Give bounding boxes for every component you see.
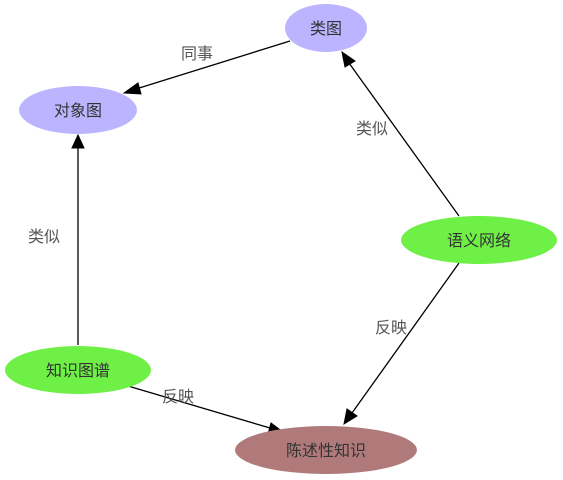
node-label: 陈述性知识 <box>286 441 366 460</box>
node-knowledge-graph[interactable]: 知识图谱 <box>5 346 151 394</box>
arrowhead <box>341 50 356 68</box>
node-shape <box>19 86 137 134</box>
node-semantic-network[interactable]: 语义网络 <box>401 216 557 264</box>
edge-knowledge-to-object: 类似 <box>28 133 85 345</box>
node-label: 类图 <box>310 19 342 38</box>
edge-label: 反映 <box>375 318 407 337</box>
arrowhead <box>343 408 358 426</box>
edge-line <box>351 262 460 414</box>
edge-knowledge-to-declarative: 反映 <box>127 385 285 435</box>
node-shape <box>5 346 151 394</box>
node-label: 对象图 <box>54 101 102 120</box>
edge-label: 类似 <box>28 227 60 246</box>
node-shape <box>401 216 557 264</box>
edge-class-to-object: 同事 <box>122 40 291 95</box>
node-object-diagram[interactable]: 对象图 <box>19 86 137 134</box>
node-class-diagram[interactable]: 类图 <box>285 4 367 52</box>
arrowhead <box>71 133 85 149</box>
node-declarative-knowledge[interactable]: 陈述性知识 <box>235 426 417 474</box>
edge-label: 同事 <box>181 44 213 63</box>
node-shape <box>235 426 417 474</box>
node-label: 知识图谱 <box>46 361 110 380</box>
arrowhead <box>122 82 142 95</box>
edge-line <box>348 62 460 217</box>
node-label: 语义网络 <box>447 231 511 250</box>
edge-line <box>135 40 291 90</box>
edge-label: 反映 <box>162 387 194 406</box>
node-shape <box>285 4 367 52</box>
edge-label: 类似 <box>356 119 388 138</box>
edge-line <box>127 385 271 429</box>
edge-semantic-to-declarative: 反映 <box>343 262 460 426</box>
edge-semantic-to-class: 类似 <box>341 50 460 217</box>
